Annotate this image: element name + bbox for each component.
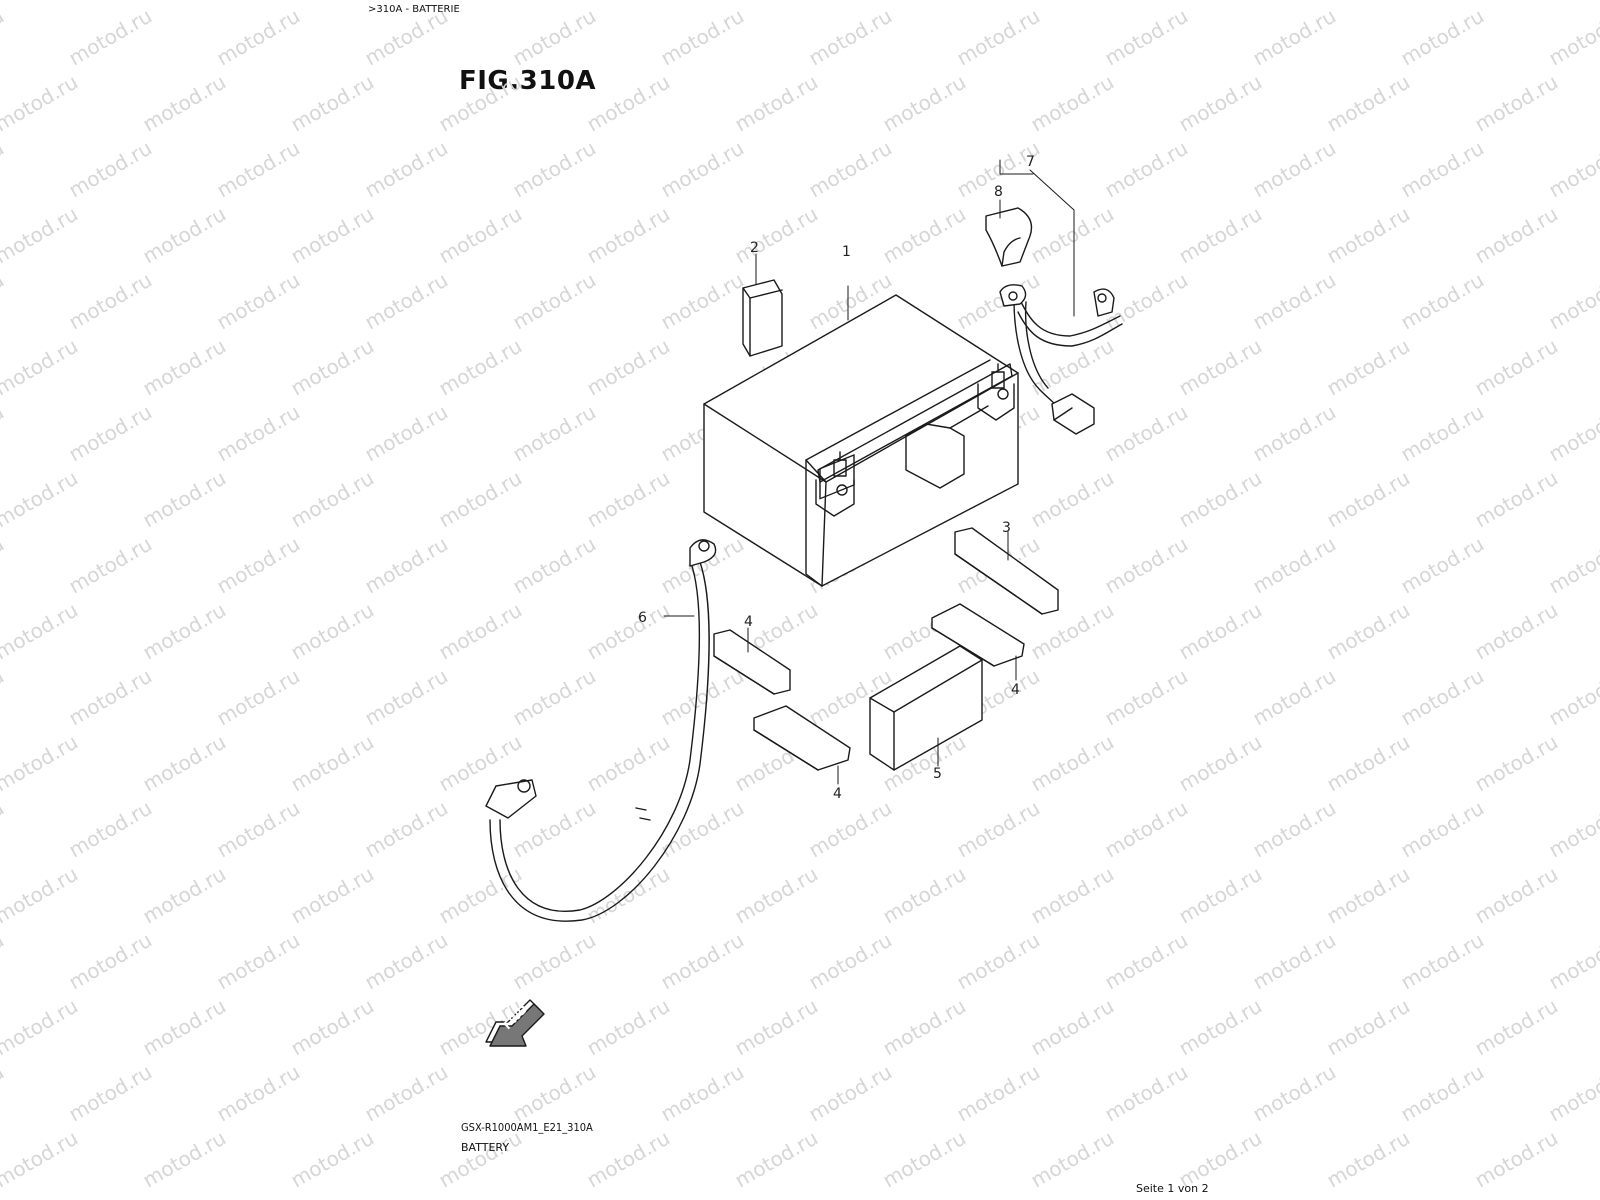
pad-part-2[interactable] <box>742 279 783 357</box>
page-number: Seite 1 von 2 <box>1136 1182 1209 1195</box>
callout-6: 6 <box>638 610 647 626</box>
battery-terminal-negative <box>815 451 855 517</box>
breadcrumb: >310A - BATTERIE <box>368 4 460 15</box>
pad-part-4-left[interactable] <box>713 629 791 695</box>
fwd-arrow-icon <box>485 999 545 1047</box>
callout-4-bottom: 4 <box>833 786 842 802</box>
positive-cable-part-7[interactable] <box>999 284 1123 435</box>
callout-8: 8 <box>994 184 1003 200</box>
pad-part-4-bottom[interactable] <box>753 705 851 771</box>
callout-7: 7 <box>1026 154 1035 170</box>
ground-cable-part-6[interactable] <box>485 539 717 922</box>
battery-part-1[interactable] <box>703 294 1019 587</box>
battery-terminal-positive <box>977 363 1015 421</box>
callout-5: 5 <box>933 766 942 782</box>
callout-4-right: 4 <box>1011 682 1020 698</box>
callout-1: 1 <box>842 244 851 260</box>
pad-part-4-right[interactable] <box>931 603 1025 667</box>
figure-name: BATTERY <box>461 1141 510 1154</box>
block-part-5[interactable] <box>869 645 983 771</box>
strip-part-3[interactable] <box>954 527 1059 615</box>
callout-2: 2 <box>750 240 759 256</box>
figure-title: FIG.310A <box>459 66 597 96</box>
model-code: GSX-R1000AM1_E21_310A <box>461 1121 593 1134</box>
callout-4-left: 4 <box>744 614 753 630</box>
callout-3: 3 <box>1002 520 1011 536</box>
terminal-cover-part-8[interactable] <box>985 207 1033 267</box>
